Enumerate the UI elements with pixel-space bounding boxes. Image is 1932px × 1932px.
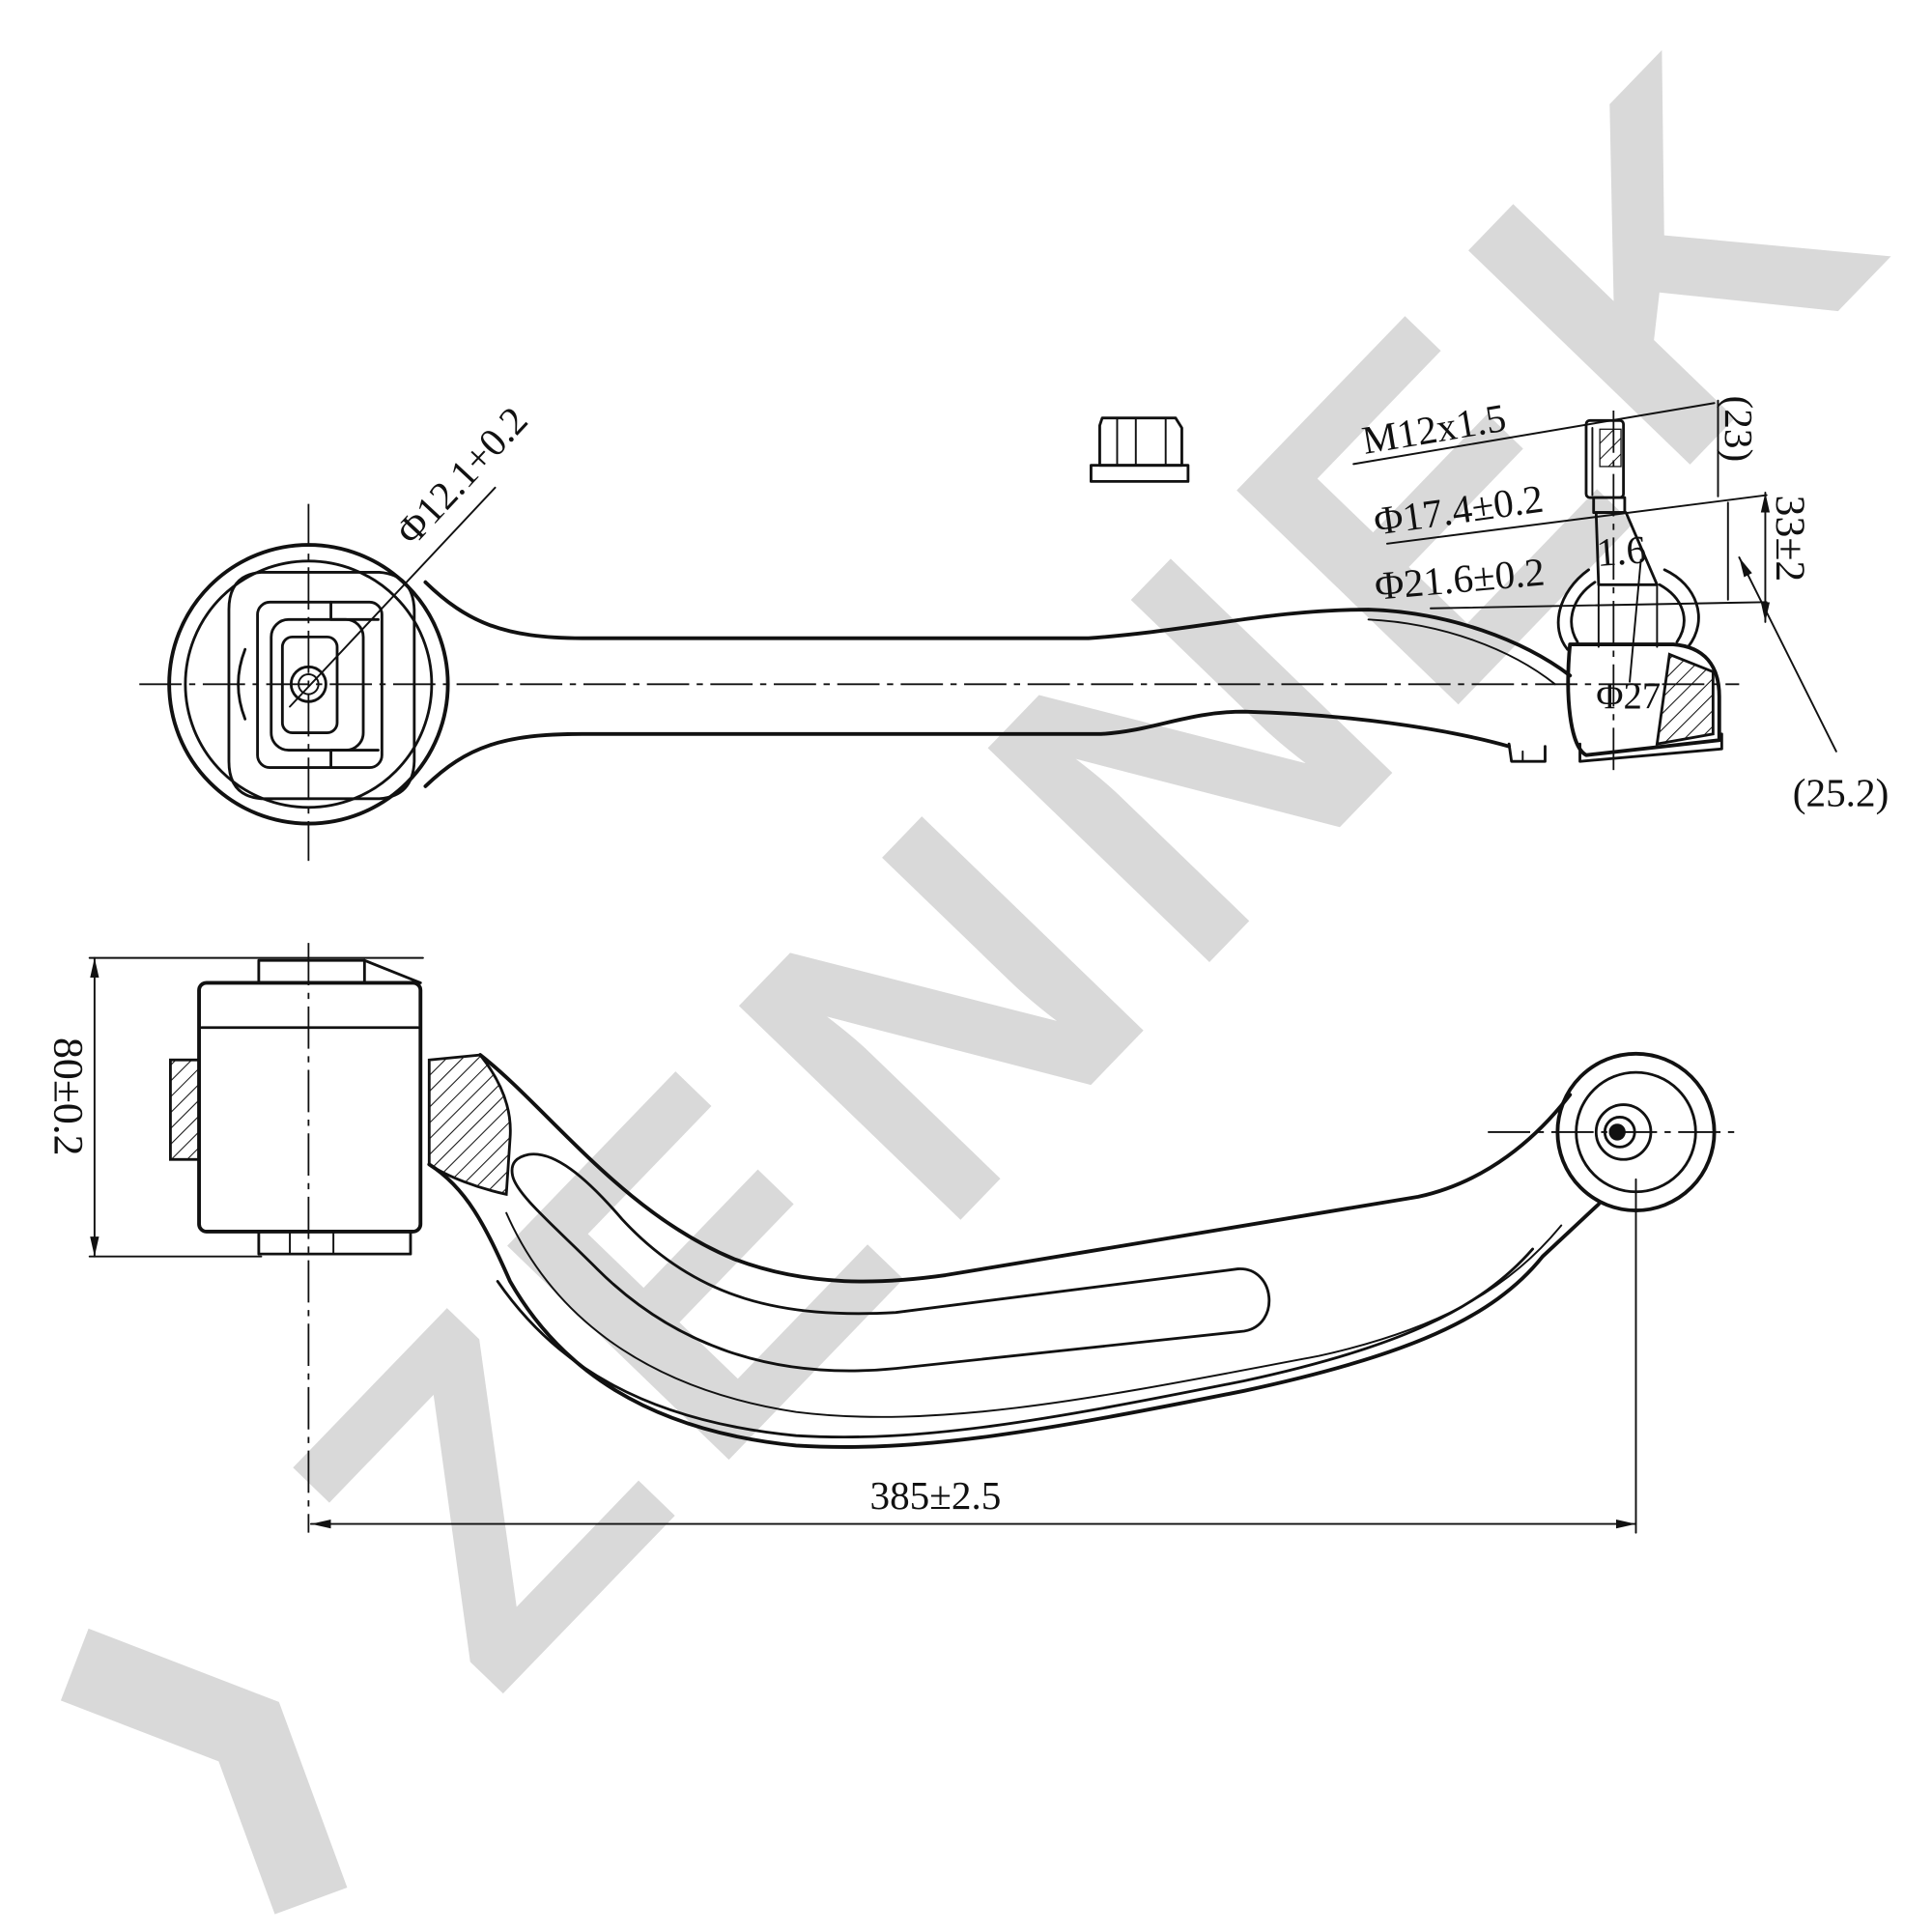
bushing-bore-inner bbox=[298, 673, 320, 696]
bushing-side bbox=[169, 958, 423, 1256]
bushing-notch-bottom bbox=[329, 749, 380, 770]
ball-eye-inner bbox=[1575, 1070, 1697, 1194]
stud-thread-section bbox=[1599, 428, 1622, 468]
bushing-bottom-cap bbox=[257, 1230, 412, 1256]
arm-side-view bbox=[427, 1053, 1601, 1449]
thread-dim-line bbox=[1352, 402, 1716, 466]
ball-stud-core bbox=[1608, 1123, 1626, 1141]
bushing-rubber-void bbox=[237, 647, 247, 721]
nut-icon bbox=[1090, 416, 1190, 483]
ball-stud-outer bbox=[1594, 1103, 1653, 1161]
ball-joint-top bbox=[1556, 418, 1723, 763]
ball-stud-inner bbox=[1603, 1116, 1636, 1149]
bushing-inner-ring bbox=[184, 559, 434, 810]
arm-top-rim bbox=[1367, 618, 1556, 686]
bushing-rubber-outline bbox=[227, 570, 416, 801]
bushing-bore-label: Φ12.1+0.2 bbox=[386, 398, 535, 554]
small-dim-label: 1.6 bbox=[1595, 526, 1648, 574]
bushing-width-label: 80±0.2 bbox=[45, 1037, 92, 1156]
ball-dia-label: Φ27 bbox=[1596, 676, 1661, 717]
arm-slot bbox=[510, 1152, 1271, 1373]
bushing-sleeve-inner bbox=[280, 635, 339, 734]
bushing-bore-leader bbox=[289, 486, 497, 708]
bushing-side-stub bbox=[169, 1058, 201, 1161]
bushing-eye-top bbox=[167, 543, 450, 826]
bushing-notch-top bbox=[329, 600, 380, 621]
taper-small-dim-line bbox=[1385, 494, 1768, 545]
offset-label: (25.2) bbox=[1793, 771, 1889, 816]
boot-right-inner bbox=[1658, 582, 1686, 643]
top-view: Φ12.1+0.2 bbox=[139, 395, 1889, 862]
arm-lower-rim bbox=[496, 1247, 1535, 1439]
bushing-sleeve-middle bbox=[270, 617, 365, 752]
watermark-text: ZENNEK bbox=[203, 0, 1932, 1770]
boot-left-inner bbox=[1570, 581, 1597, 643]
arm-top-view bbox=[423, 580, 1573, 788]
ball-housing bbox=[1566, 642, 1721, 757]
offset-leader bbox=[1738, 555, 1837, 753]
arm-web-fillet bbox=[505, 1211, 1563, 1418]
bushing-bore bbox=[289, 665, 327, 703]
bushing-outer-ring bbox=[167, 543, 450, 826]
arm-tab bbox=[1507, 742, 1547, 763]
ball-housing-section bbox=[1655, 652, 1715, 746]
taper-large-dim-line bbox=[1430, 601, 1768, 610]
arm-lower-edge bbox=[427, 1162, 1601, 1449]
thread-length-label: (23) bbox=[1716, 396, 1761, 463]
stud-height-label: 33±2 bbox=[1767, 496, 1813, 582]
arm-upper-edge bbox=[478, 1053, 1573, 1284]
watermark-chevron bbox=[60, 1628, 348, 1915]
arm-top-edge bbox=[423, 580, 1573, 678]
bushing-sleeve-outer bbox=[256, 600, 384, 770]
nut-flange bbox=[1090, 464, 1190, 483]
boot-left-outer bbox=[1556, 568, 1590, 651]
watermark: ZENNEK bbox=[60, 0, 1932, 1915]
ball-eye-outer bbox=[1555, 1051, 1717, 1212]
ball-joint-side bbox=[1555, 1051, 1717, 1212]
side-view: 80±0.2 385±2.5 bbox=[45, 943, 1742, 1534]
bushing-top-cap-slope bbox=[362, 958, 422, 984]
bushing-block bbox=[197, 980, 423, 1234]
arm-neck-section bbox=[427, 1053, 512, 1197]
arm-bottom-edge bbox=[423, 709, 1512, 788]
length-label: 385±2.5 bbox=[869, 1473, 1001, 1518]
ball-housing-flange bbox=[1578, 732, 1723, 763]
bushing-top-cap bbox=[257, 958, 366, 984]
ball-dia-leader bbox=[1629, 558, 1642, 683]
